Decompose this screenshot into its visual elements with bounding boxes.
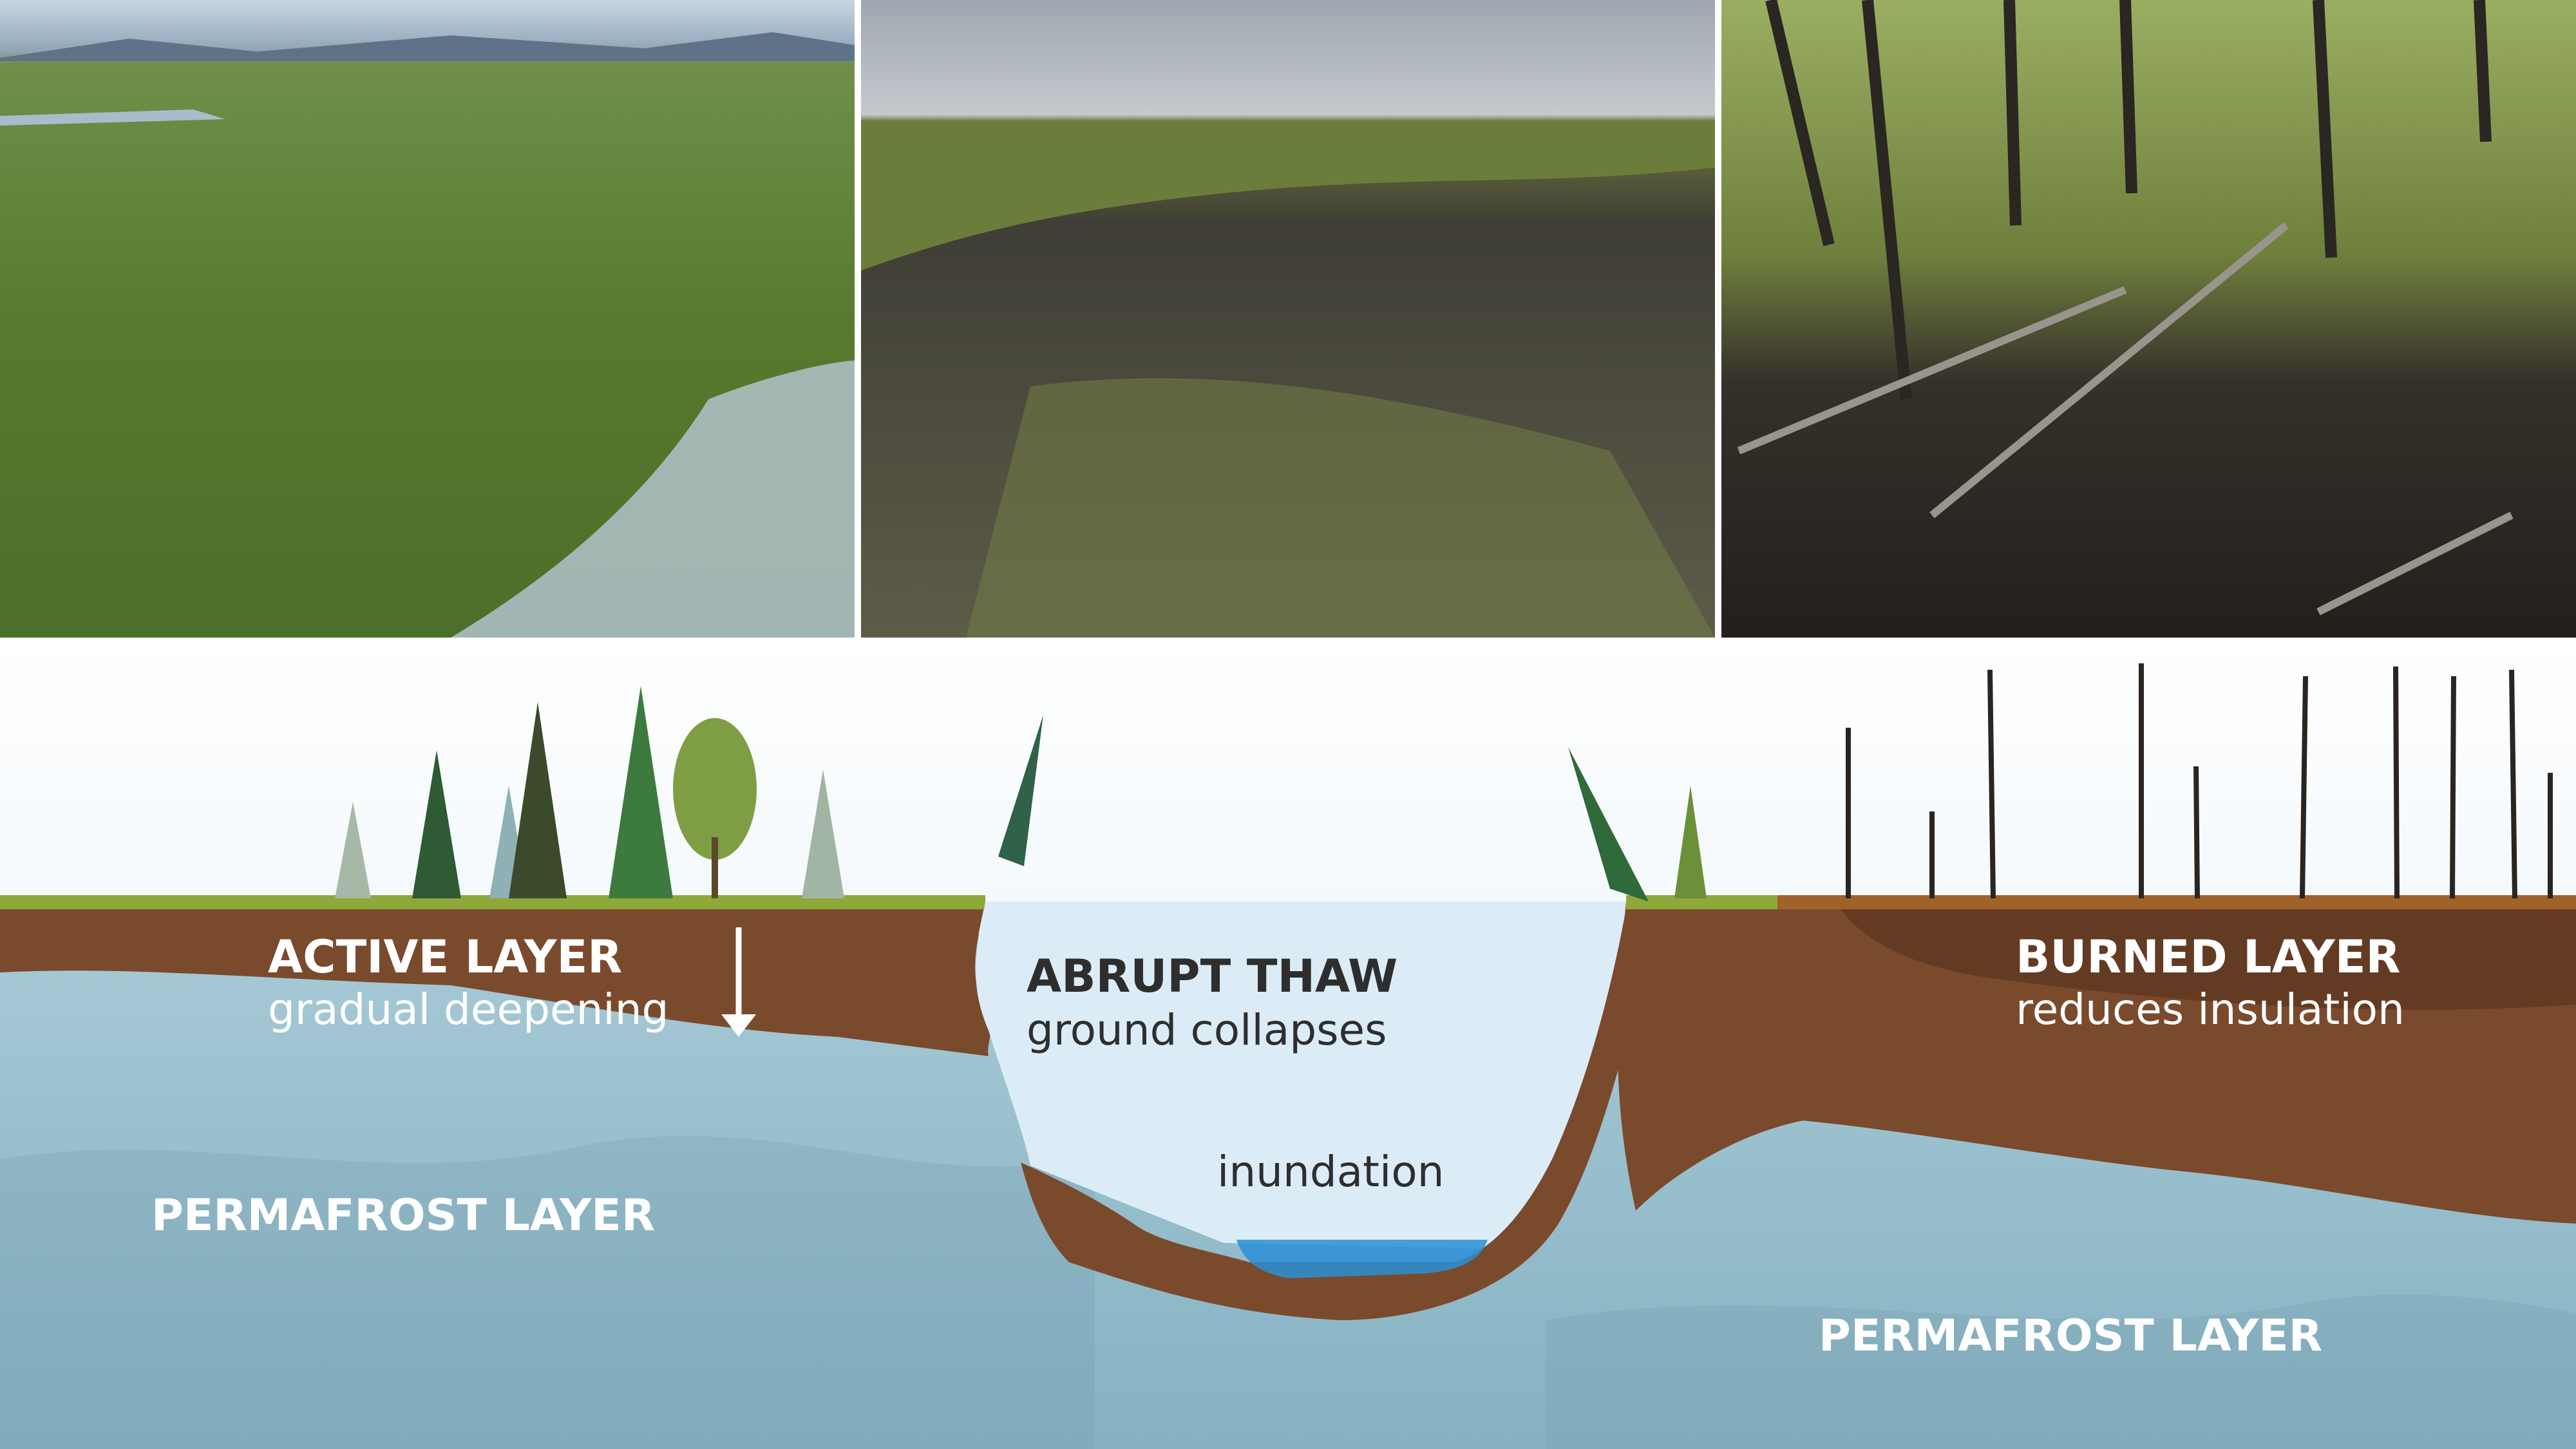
burned-layer-title: BURNED LAYER	[2016, 931, 2400, 983]
burned-forest-photo	[1721, 0, 2576, 638]
permafrost-layer-label-right: PERMAFROST LAYER	[1819, 1311, 2322, 1361]
abrupt-thaw-subtitle: ground collapses	[1027, 1005, 1387, 1055]
deepening-arrow-icon	[721, 927, 756, 1037]
spruce-tree-icon	[335, 802, 371, 898]
active-layer-subtitle: gradual deepening	[268, 985, 668, 1034]
abrupt-thaw-title: ABRUPT THAW	[1027, 950, 1397, 1003]
photo-strip	[0, 0, 2576, 638]
burned-layer-dark	[1835, 902, 2576, 1010]
burned-layer-subtitle: reduces insulation	[2016, 985, 2405, 1034]
permafrost-layer-label-left: PERMAFROST LAYER	[151, 1190, 655, 1241]
inundation-label: inundation	[1217, 1147, 1444, 1197]
burned-surface	[1777, 895, 2576, 909]
abrupt-thaw-slump-photo	[861, 0, 1715, 638]
grass-strip-left	[0, 895, 985, 909]
spruce-tree-icon	[1674, 786, 1707, 898]
leaning-tree-icon	[998, 715, 1043, 866]
spruce-tree-icon	[609, 686, 673, 898]
burned-trees	[1846, 663, 2553, 899]
leaning-tree-icon	[1568, 747, 1649, 902]
tundra-wetland-photo	[0, 0, 855, 638]
permafrost-texture	[0, 1135, 2576, 1449]
active-layer-title: ACTIVE LAYER	[268, 931, 622, 983]
spruce-tree-icon	[509, 702, 567, 898]
grass-strip-right	[1626, 895, 1819, 909]
spruce-tree-icon	[802, 770, 844, 898]
spruce-tree-icon	[412, 750, 461, 898]
thaw-pit-sky	[976, 902, 1626, 1249]
spruce-trees	[335, 686, 1707, 902]
deciduous-tree-icon	[673, 718, 757, 860]
inundation-water	[1236, 1240, 1488, 1278]
